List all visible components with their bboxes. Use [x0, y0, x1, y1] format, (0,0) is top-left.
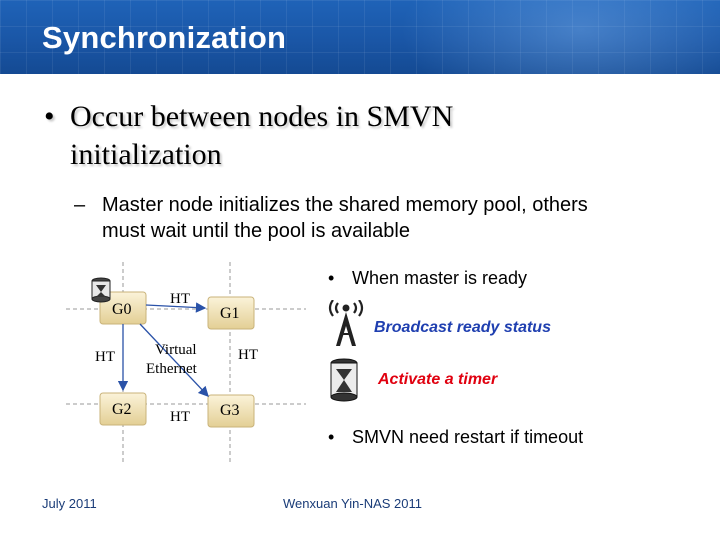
network-diagram: G0 G1 G2 G3 HT HT HT HT Virtual Ethernet: [0, 250, 320, 480]
node-label-g1: G1: [220, 305, 240, 322]
hourglass-timer-icon: [329, 358, 359, 407]
title-bar-grid: [0, 0, 720, 74]
center-label-virtual: Virtual: [155, 342, 197, 358]
node-label-g3: G3: [220, 402, 240, 419]
right-point-restart: • SMVN need restart if timeout: [328, 427, 583, 448]
right-bullet-symbol-2: •: [328, 427, 335, 447]
link-label-top: HT: [170, 291, 190, 307]
footer-date: July 2011: [42, 496, 97, 511]
arrow-g0-g1: [145, 302, 207, 313]
link-label-left: HT: [95, 349, 115, 365]
main-bullet-text: Occur between nodes in SMVN initializati…: [70, 100, 454, 171]
bullet-symbol: •: [44, 100, 55, 133]
arrow-g0-g3: [139, 323, 209, 397]
diagram-lines: [66, 262, 306, 462]
right-point-master-ready: • When master is ready: [328, 268, 527, 289]
node-box-g2: [99, 392, 147, 426]
node-label-g0: G0: [112, 301, 132, 318]
slide-title: Synchronization: [42, 20, 287, 55]
sub-bullet-symbol: –: [74, 194, 86, 216]
node-box-g1: [207, 296, 255, 330]
sub-bullet: – Master node initializes the shared mem…: [74, 192, 634, 244]
right-bullet-symbol: •: [328, 268, 335, 288]
title-bar-glow: [400, 0, 720, 74]
database-icon: [91, 277, 111, 303]
center-label-ethernet: Ethernet: [146, 361, 197, 377]
title-bar: Synchronization: [0, 0, 720, 74]
activate-timer-text: Activate a timer: [378, 371, 498, 388]
node-box-g3: [207, 394, 255, 428]
broadcast-antenna-icon: [326, 299, 366, 353]
right-point-master-ready-text: When master is ready: [352, 268, 528, 288]
node-label-g2: G2: [112, 401, 132, 418]
main-bullet: • Occur between nodes in SMVN initializa…: [44, 98, 604, 174]
link-label-bottom: HT: [170, 409, 190, 425]
footer-author: Wenxuan Yin-NAS 2011: [283, 496, 422, 511]
broadcast-ready-status-text: Broadcast ready status: [374, 319, 551, 336]
sub-bullet-text: Master node initializes the shared memor…: [102, 194, 588, 242]
right-point-restart-text: SMVN need restart if timeout: [352, 427, 584, 447]
link-label-right: HT: [238, 347, 258, 363]
